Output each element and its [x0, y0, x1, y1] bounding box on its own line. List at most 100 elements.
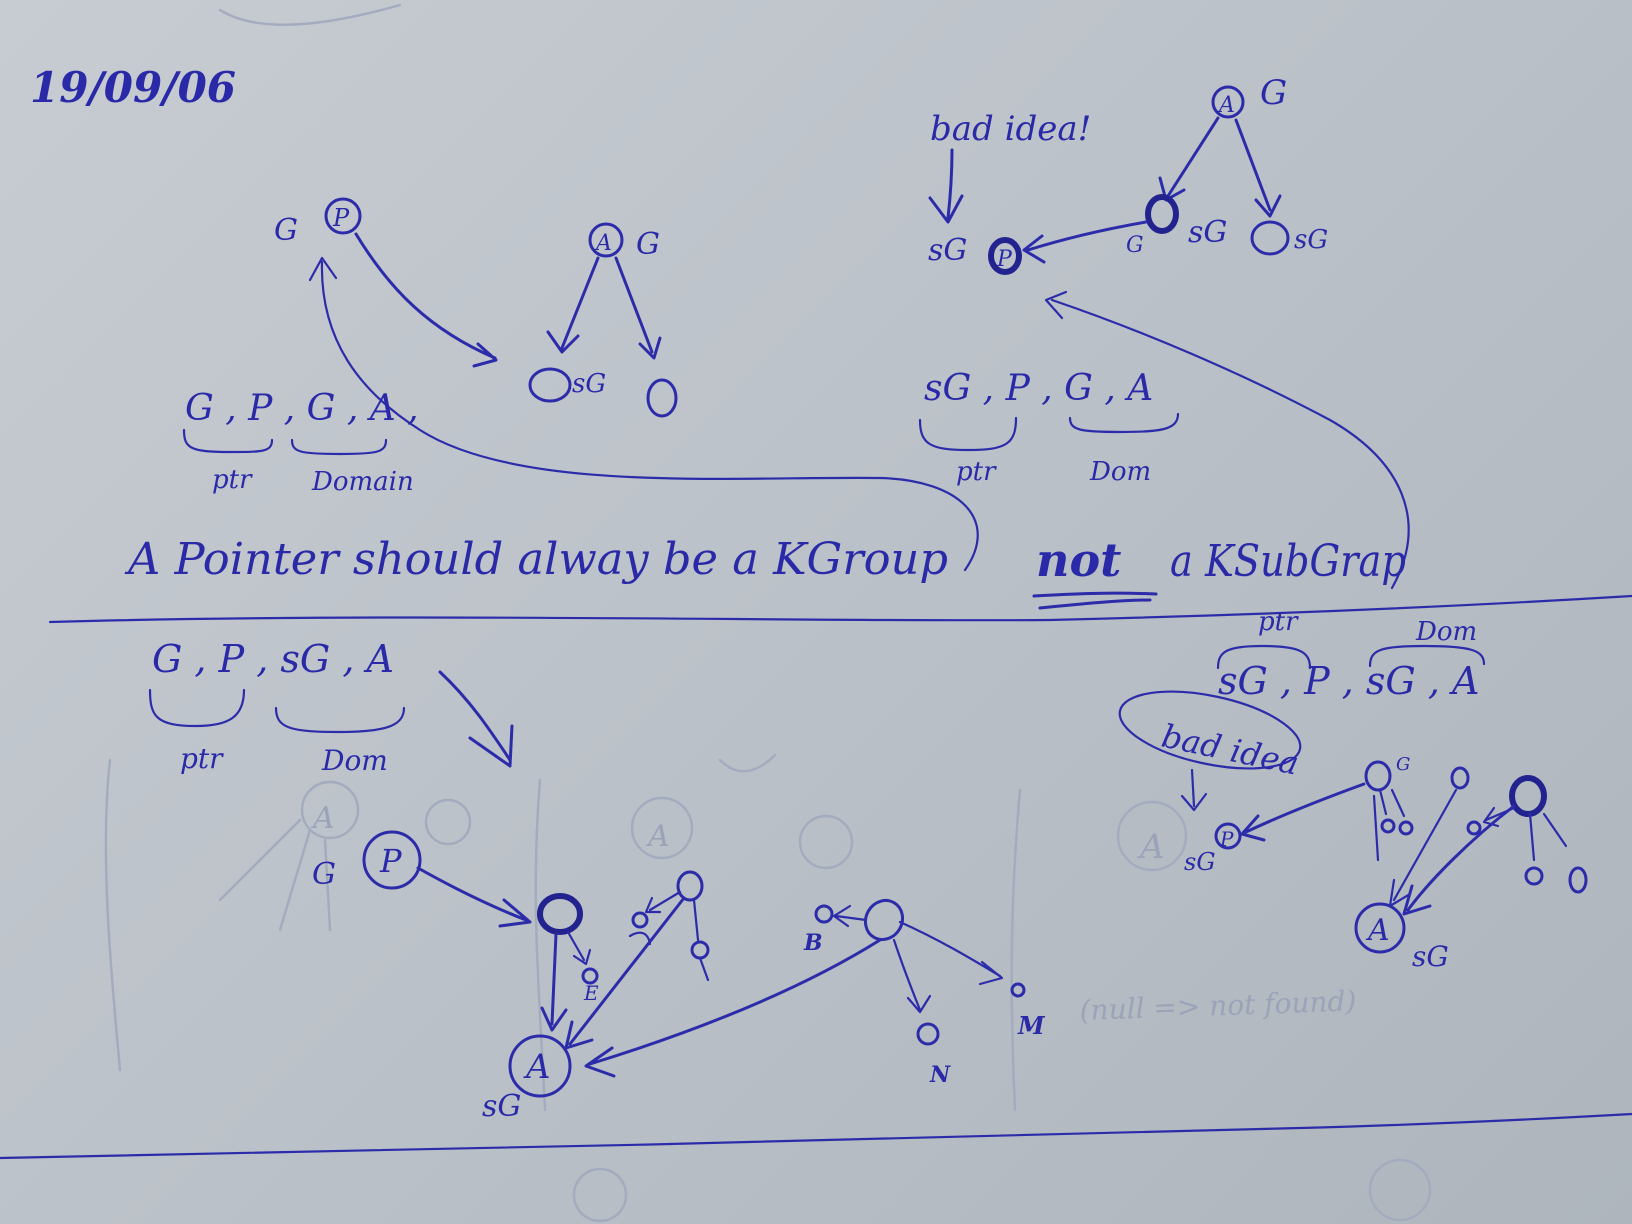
- center-node-bold: [537, 893, 583, 935]
- hub-br-child-1: [1524, 866, 1544, 886]
- center-to-a: [540, 932, 568, 1032]
- child-node-right: [646, 378, 678, 418]
- g-child-1: [1380, 818, 1396, 834]
- brace-ptr: [182, 428, 274, 454]
- node-a-top: [1211, 85, 1245, 119]
- top-left-tuple: G , P , G , A ,: [185, 388, 419, 429]
- brace-top-dom: [1368, 644, 1486, 668]
- node-a-side-label: G: [636, 227, 660, 262]
- loop-arrow-back-to-p: [308, 256, 979, 572]
- node-m: [1010, 982, 1026, 998]
- top-right-diagram: bad idea! A G G sG sG P sG sG , P , G , …: [918, 73, 1410, 590]
- node-b-label: B: [803, 930, 823, 956]
- node-p-bottom: [362, 830, 422, 890]
- node-a-bottom: [508, 1034, 572, 1098]
- arrow-a-right: [614, 256, 662, 360]
- node-p-top-right: [988, 237, 1022, 275]
- brace-domain: [290, 438, 388, 456]
- node-p-bottom-label: P: [379, 842, 402, 880]
- mid-sg1-label: sG: [1188, 215, 1227, 250]
- brace-domain-label: Domain: [311, 467, 414, 497]
- upper-to-left-child: [644, 890, 682, 914]
- brace-top-ptr: [1216, 644, 1312, 670]
- arrow-mid-to-p: [1022, 220, 1148, 264]
- bottom-right-diagram: ptr Dom sG , P , sG , A bad idea P sG G …: [1118, 607, 1588, 973]
- upper-node: [676, 870, 704, 902]
- node-g-br-label: G: [1396, 754, 1410, 775]
- brace-ptr-bottom-label: ptr: [180, 742, 224, 775]
- faint-note: (null => not found): [1079, 984, 1357, 1027]
- hub-br-to-a: [1402, 804, 1516, 916]
- right-node: [1250, 220, 1290, 256]
- faint-a-label: A: [310, 801, 335, 836]
- node-p-br: [1214, 822, 1242, 850]
- brace-top-ptr-label: ptr: [1258, 607, 1299, 637]
- big-down-arrow: [438, 670, 514, 768]
- node-m-label: M: [1017, 1011, 1046, 1040]
- upper-to-down-child: [692, 898, 700, 942]
- node-p-br-label: P: [1219, 827, 1234, 851]
- brace-ptr-right: [918, 416, 1018, 452]
- upper-left-child: [631, 911, 649, 929]
- bottom-right-tuple: sG , P , sG , A: [1218, 659, 1479, 703]
- hub-br-left-child: [1466, 820, 1482, 836]
- node-p-top-right-side: sG: [928, 233, 967, 268]
- node-p-side-label: G: [274, 213, 298, 248]
- sentence-part-2: not: [1036, 533, 1121, 587]
- faint-a-label-2: A: [645, 819, 670, 854]
- hub-to-a: [584, 938, 882, 1078]
- mid-node-bold: [1145, 194, 1179, 234]
- brace-dom-right: [1068, 412, 1180, 434]
- brace-ptr-bottom: [148, 688, 246, 728]
- brace-ptr-label: ptr: [212, 465, 253, 495]
- g-children: [1372, 788, 1406, 862]
- arrow-p-to-center: [416, 866, 532, 928]
- right-hub-node: [863, 898, 905, 942]
- hub-br-down: [1528, 812, 1568, 862]
- child-node-left: [528, 367, 572, 403]
- sentence-part-1: A Pointer should alway be a KGroup: [124, 534, 948, 585]
- g-to-p-arrow: [1240, 782, 1366, 842]
- node-a-bottom-label: A: [523, 1047, 551, 1087]
- node-p-top-right-label: P: [996, 247, 1013, 272]
- node-a-br-sub: sG: [1412, 940, 1449, 973]
- node-g-br: [1364, 760, 1392, 792]
- g-sibling: [1450, 766, 1470, 790]
- divider-line-top: [48, 594, 1632, 624]
- sentence-part-3: a KSubGrap: [1170, 536, 1406, 587]
- node-a-label: A: [594, 231, 612, 256]
- bad-idea-note: bad idea!: [930, 109, 1091, 149]
- node-p-br-sub: sG: [1184, 848, 1216, 876]
- hub-br-child-2: [1568, 866, 1588, 894]
- hub-to-n: [892, 938, 932, 1014]
- node-p: [324, 197, 362, 235]
- mid-sg2-label: sG: [1294, 225, 1328, 255]
- mid-g-label: G: [1126, 233, 1144, 258]
- arrow-p-to-child: [354, 232, 498, 368]
- loop-arrow-back-to-top-right-p: [1044, 290, 1410, 590]
- main-sentence: A Pointer should alway be a KGroup not a…: [124, 533, 1406, 610]
- node-g-bottom-label: G: [312, 857, 336, 892]
- arrow-a-to-mid: [1158, 116, 1220, 202]
- hub-to-m: [898, 920, 1004, 986]
- upper-down-child: [690, 940, 710, 960]
- top-right-tuple: sG , P , G , A: [924, 368, 1153, 409]
- brace-top-dom-label: Dom: [1415, 617, 1477, 647]
- node-p-label: P: [332, 204, 350, 232]
- node-b: [814, 904, 834, 924]
- node-a-br: [1354, 902, 1406, 954]
- node-n: [916, 1022, 940, 1046]
- brace-dom-bottom: [274, 706, 406, 734]
- upper-to-a: [564, 896, 686, 1050]
- node-e: [581, 967, 599, 985]
- node-e-label: E: [583, 981, 599, 1005]
- brace-ptr-right-label: ptr: [956, 457, 997, 487]
- brace-dom-bottom-label: Dom: [321, 744, 388, 777]
- bottom-left-diagram: G , P , sG , A ptr Dom P G E A sG B N: [148, 637, 1046, 1124]
- node-a-bottom-sub: sG: [482, 1089, 521, 1124]
- not-underline: [1032, 591, 1158, 610]
- bottom-bad-idea-note: bad idea: [1158, 717, 1302, 783]
- bottom-left-tuple: G , P , sG , A: [152, 637, 394, 681]
- node-a-br-label: A: [1365, 913, 1390, 948]
